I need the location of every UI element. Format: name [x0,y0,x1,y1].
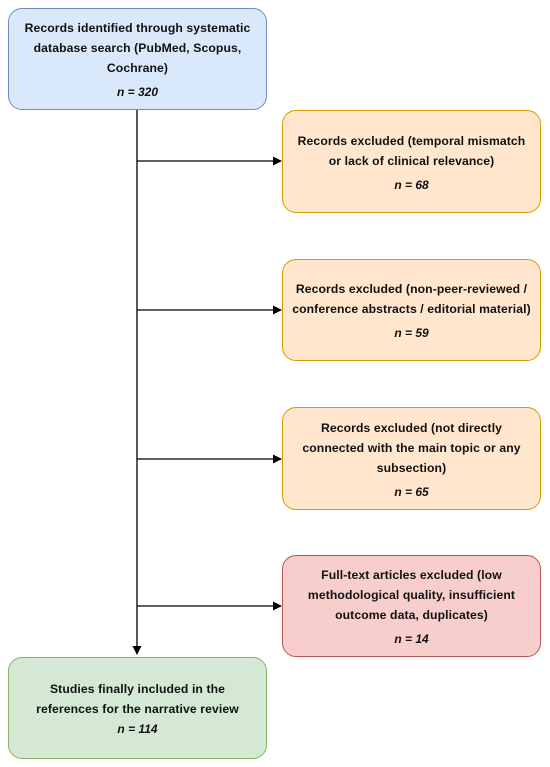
fulltext-excluded-count: n = 14 [394,632,429,646]
studies-included-label: Studies finally included in the referenc… [36,682,239,716]
fulltext-excluded-box: Full-text articles excluded (low methodo… [282,555,541,657]
excluded-box-off-topic: Records excluded (not directly connected… [282,407,541,510]
excluded-box-non-peer-reviewed: Records excluded (non-peer-reviewed / co… [282,259,541,361]
fulltext-excluded-label: Full-text articles excluded (low methodo… [307,568,516,622]
excluded-non-peer-reviewed-label: Records excluded (non-peer-reviewed / co… [292,282,531,316]
records-identified-count: n = 320 [116,85,159,99]
excluded-non-peer-reviewed-count: n = 59 [394,326,429,340]
records-identified-box: Records identified through systematic da… [8,8,267,110]
excluded-temporal-count: n = 68 [394,177,429,192]
excluded-off-topic-count: n = 65 [394,484,429,499]
studies-included-box: Studies finally included in the referenc… [8,657,267,759]
studies-included-count: n = 114 [117,722,158,736]
excluded-off-topic-label: Records excluded (not directly connected… [302,420,521,475]
excluded-box-temporal: Records excluded (temporal mismatch or l… [282,110,541,213]
records-identified-label: Records identified through systematic da… [24,21,251,75]
excluded-temporal-label: Records excluded (temporal mismatch or l… [297,133,526,168]
